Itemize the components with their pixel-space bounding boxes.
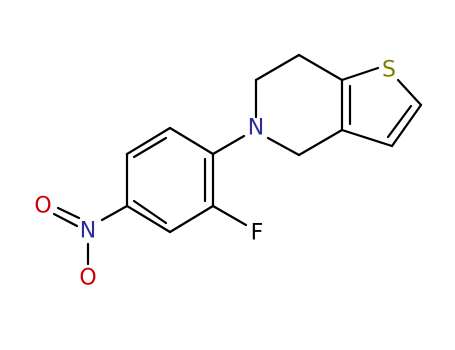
- bond-ch2-to-ch2: [254, 53, 301, 82]
- bond-benzene-6: [168, 126, 215, 156]
- bond-nitro-o-top: [56, 206, 81, 220]
- bond-ch2-to-n: [266, 136, 301, 157]
- nitro-oxygen-bottom-label: O: [79, 266, 96, 291]
- bond-benzene-1: [125, 126, 172, 156]
- bond-s-to-c2: [396, 78, 423, 107]
- bond-c2-to-c3: [390, 103, 423, 148]
- bond-c3-to-c3a: [340, 128, 394, 148]
- bond-aryl-to-nitrogen: [211, 134, 246, 156]
- bond-ring-to-nitro: [100, 204, 129, 222]
- sulfur-label: S: [382, 58, 396, 83]
- bond-benzene-3: [125, 204, 172, 234]
- bond-benzene-1-inner: [132, 136, 168, 159]
- bond-c2-to-c3-inner: [386, 104, 413, 139]
- fluorine-label: F: [251, 221, 264, 246]
- nitro-oxygen-top-label: O: [34, 194, 51, 219]
- bond-nitro-o-top-double: [52, 212, 79, 228]
- bond-benzene-3-inner: [132, 199, 168, 225]
- bond-benzene-4: [168, 204, 215, 234]
- bond-ring-to-fluorine: [211, 204, 248, 227]
- nitro-nitrogen-label: N: [80, 219, 96, 244]
- nitrogen-label: N: [248, 116, 264, 141]
- bond-ch2-to-c7a: [297, 53, 344, 82]
- bond-c7a-to-s: [340, 66, 380, 82]
- bond-c3a-to-ch2: [297, 128, 344, 157]
